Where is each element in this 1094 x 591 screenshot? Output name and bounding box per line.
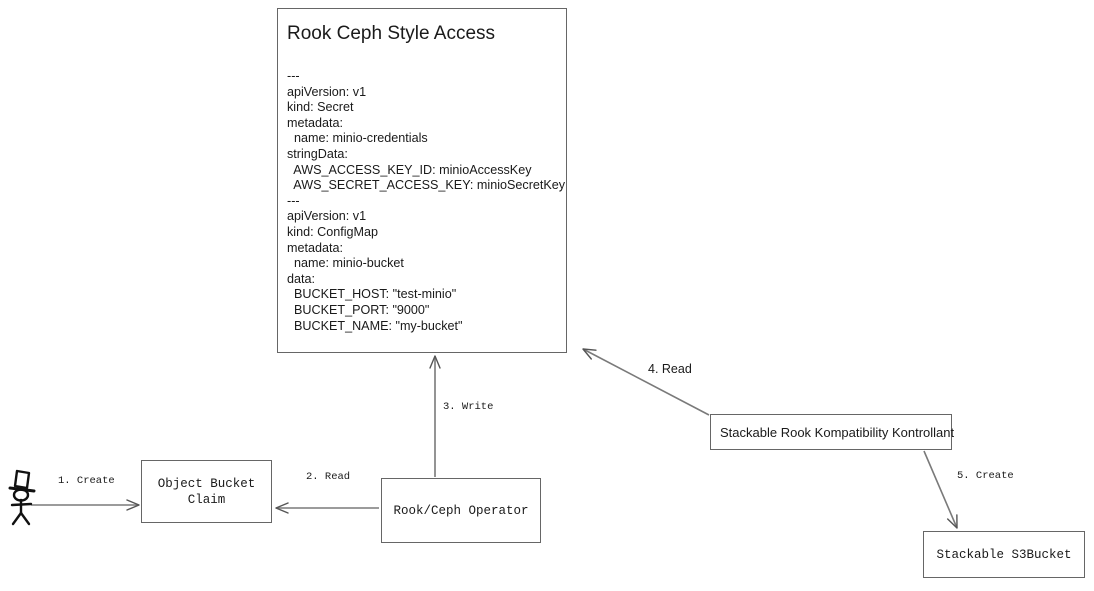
edge-label-1-create: 1. Create: [58, 475, 115, 487]
yaml-manifest-text: --- apiVersion: v1 kind: Secret metadata…: [287, 69, 566, 333]
stick-figure-with-top-hat-icon: [8, 469, 36, 526]
node-object-bucket-claim[interactable]: Object Bucket Claim: [141, 460, 272, 523]
edge-label-5-create: 5. Create: [957, 470, 1014, 482]
node-rook-ceph-operator[interactable]: Rook/Ceph Operator: [381, 478, 541, 543]
edge-label-4-read: 4. Read: [648, 362, 692, 376]
card-title: Rook Ceph Style Access: [287, 23, 496, 44]
edge-label-3-write: 3. Write: [443, 401, 494, 413]
rook-ceph-style-access-card[interactable]: Rook Ceph Style Access --- apiVersion: v…: [277, 8, 567, 353]
node-stackable-s3bucket[interactable]: Stackable S3Bucket: [923, 531, 1085, 578]
edge-label-2-read: 2. Read: [306, 471, 351, 483]
node-stackable-rook-kompatibility-kontrollant[interactable]: Stackable Rook Kompatibility Kontrollant: [710, 414, 954, 450]
edge-5-create: [923, 450, 958, 529]
edge-4-read: [582, 348, 710, 416]
